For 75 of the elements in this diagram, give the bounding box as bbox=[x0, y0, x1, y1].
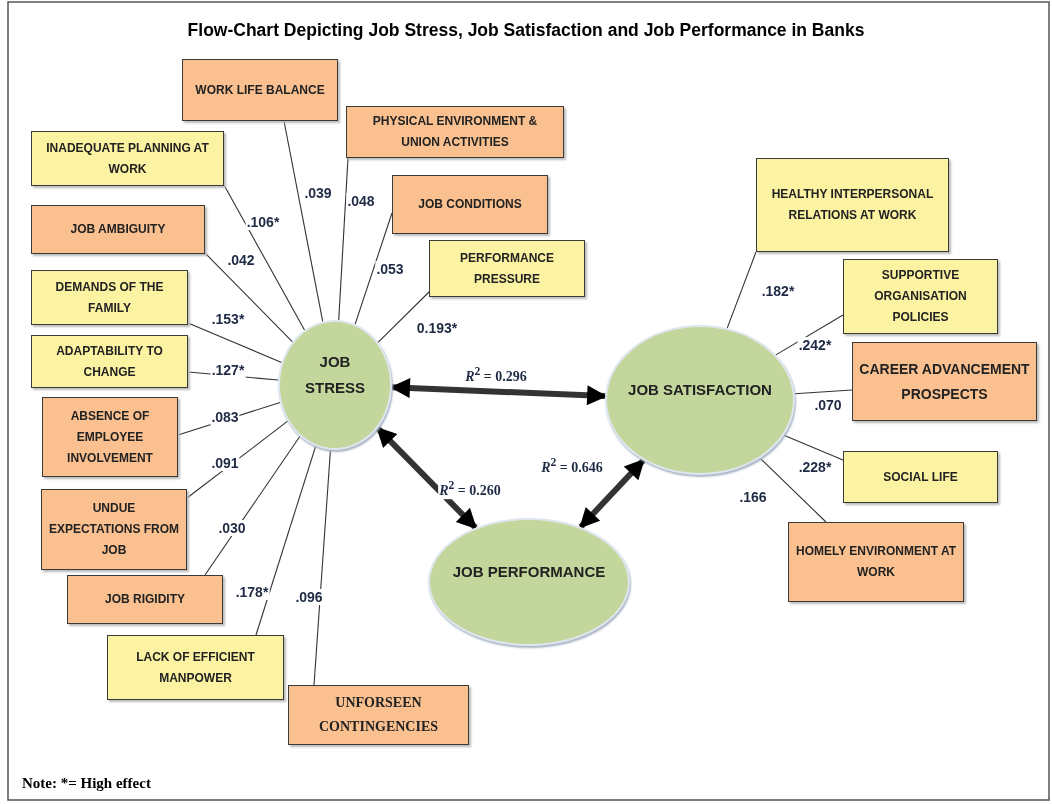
coefficient-label: .096 bbox=[294, 589, 324, 605]
connector-line bbox=[283, 120, 324, 323]
factor-label: ABSENCE OF EMPLOYEE INVOLVEMENT bbox=[66, 407, 154, 467]
factor-label: PERFORMANCE PRESSURE bbox=[459, 249, 555, 288]
note: Note: *= High effect bbox=[22, 775, 151, 792]
factor-label: JOB CONDITIONS bbox=[418, 196, 522, 213]
factor-box bbox=[288, 685, 469, 745]
connector-line bbox=[759, 457, 827, 523]
factor-box bbox=[429, 240, 585, 297]
factor-box bbox=[843, 259, 998, 334]
factor-label: JOB AMBIGUITY bbox=[70, 221, 166, 238]
connector-line bbox=[377, 291, 430, 343]
factor-box bbox=[843, 451, 998, 503]
double-arrow bbox=[578, 458, 646, 530]
factor-box bbox=[107, 635, 284, 700]
connector-line bbox=[255, 445, 317, 636]
factor-box bbox=[31, 131, 224, 186]
factor-label: SOCIAL LIFE bbox=[883, 468, 958, 486]
factor-box bbox=[31, 335, 188, 388]
connector-line bbox=[204, 435, 301, 576]
double-arrow bbox=[375, 426, 478, 530]
connector-line bbox=[204, 252, 293, 343]
coefficient-label: .091 bbox=[210, 455, 240, 471]
coefficient-label: .070 bbox=[813, 397, 843, 413]
coefficient-label: .106* bbox=[245, 214, 281, 230]
factor-ellipse bbox=[278, 320, 392, 450]
coefficient-label: 0.193* bbox=[415, 320, 459, 336]
factor-label: UNDUE EXPECTATIONS FROM JOB bbox=[48, 500, 180, 559]
factor-box bbox=[346, 106, 564, 158]
factor-box bbox=[756, 158, 949, 252]
coefficient-label: .127* bbox=[210, 362, 246, 378]
factor-label: LACK OF EFFICIENT MANPOWER bbox=[135, 648, 256, 687]
coefficient-label: .242* bbox=[797, 337, 833, 353]
r-squared-label: R$^{2}$ = 0.260 bbox=[438, 479, 502, 499]
factor-label: DEMANDS OF THE FAMILY bbox=[54, 278, 165, 317]
coefficient-label: .053 bbox=[375, 261, 405, 277]
connector-line bbox=[354, 212, 393, 325]
factor-label: ADAPTABILITY TO CHANGE bbox=[55, 342, 164, 381]
factor-label: JOB PERFORMANCE bbox=[451, 561, 607, 582]
factor-box bbox=[182, 59, 338, 121]
factor-box bbox=[31, 205, 205, 254]
coefficient-label: .228* bbox=[797, 459, 833, 475]
factor-label: JOB STRESS bbox=[304, 351, 366, 398]
coefficient-label: .039 bbox=[303, 185, 333, 201]
coefficient-label: .166 bbox=[738, 489, 768, 505]
factor-label: UNFORSEEN CONTINGENCIES bbox=[318, 693, 439, 736]
factor-label: CAREER ADVANCEMENT PROSPECTS bbox=[859, 360, 1030, 404]
factor-label: SUPPORTIVE ORGANISATION POLICIES bbox=[873, 267, 968, 326]
factor-label: JOB SATISFACTION bbox=[627, 379, 773, 400]
factor-label: HOMELY ENVIRONMENT AT WORK bbox=[795, 543, 957, 581]
coefficient-label: .048 bbox=[346, 193, 376, 209]
factor-box bbox=[392, 175, 548, 234]
factor-box bbox=[41, 489, 187, 570]
factor-box bbox=[788, 522, 964, 602]
title: Flow-Chart Depicting Job Stress, Job Satisfaction and Job Performance in Banks bbox=[187, 20, 865, 41]
factor-box bbox=[852, 342, 1037, 421]
factor-box bbox=[67, 575, 223, 624]
connector-line bbox=[794, 389, 853, 395]
connector-line bbox=[775, 314, 844, 356]
factor-label: WORK LIFE BALANCE bbox=[195, 81, 325, 99]
connector-line bbox=[223, 184, 306, 331]
coefficient-label: .178* bbox=[234, 584, 270, 600]
factor-label: INADEQUATE PLANNING AT WORK bbox=[45, 139, 210, 178]
connector-line bbox=[313, 449, 331, 686]
coefficient-label: .153* bbox=[210, 311, 246, 327]
coefficient-label: .030 bbox=[217, 520, 247, 536]
coefficient-label: .182* bbox=[760, 283, 796, 299]
factor-label: JOB RIGIDITY bbox=[105, 591, 185, 608]
coefficient-label: .083 bbox=[210, 409, 240, 425]
factor-box bbox=[42, 397, 178, 477]
factor-box bbox=[31, 270, 188, 325]
factor-label: PHYSICAL ENVIRONMENT & UNION ACTIVITIES bbox=[371, 113, 539, 151]
factor-label: HEALTHY INTERPERSONAL RELATIONS AT WORK bbox=[770, 186, 935, 224]
connector-line bbox=[338, 157, 349, 321]
coefficient-label: .042 bbox=[226, 252, 256, 268]
